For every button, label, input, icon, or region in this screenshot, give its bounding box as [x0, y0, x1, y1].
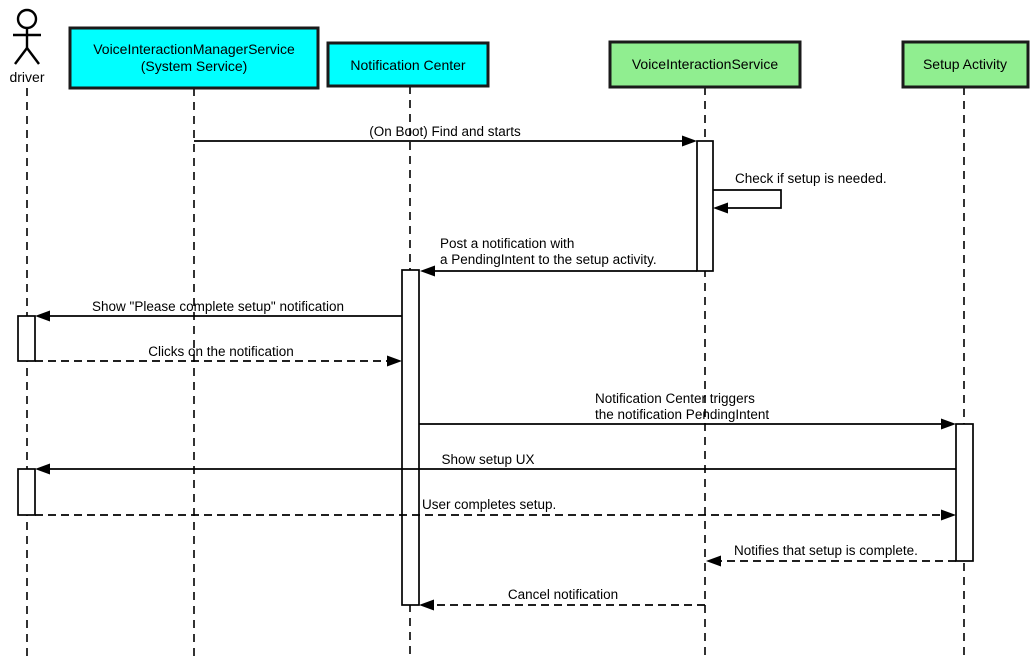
message-arrowhead-4 [35, 310, 50, 322]
message-label-5: Clicks on the notification [148, 344, 294, 359]
participant-rect-setup-activity [901, 40, 1030, 89]
message-arrowhead-10 [419, 599, 434, 611]
activation-bar-voice-interaction-service [696, 140, 714, 272]
message-label-3-line-1: Post a notification with [440, 236, 574, 251]
participant-label-notification-center: Notification Center [350, 57, 466, 73]
activation-bar-driver-1 [17, 315, 36, 362]
message-label-1: (On Boot) Find and starts [369, 124, 521, 139]
message-label-7: Show setup UX [441, 452, 534, 467]
participant-label-vims-line-2: (System Service) [141, 58, 248, 74]
participant-label-voice-interaction-service: VoiceInteractionService [632, 56, 779, 72]
message-arrowhead-3 [420, 265, 435, 277]
message-arrowhead-9 [706, 555, 721, 567]
participant-box-voice-interaction-service: VoiceInteractionService [608, 40, 802, 89]
actor-driver-icon [13, 8, 41, 65]
message-label-4: Show "Please complete setup" notificatio… [92, 299, 344, 314]
message-label-8: User completes setup. [422, 497, 556, 512]
message-label-3-line-2: a PendingIntent to the setup activity. [440, 252, 657, 267]
participant-rect-voice-interaction-manager-service [68, 26, 320, 90]
message-label-6-line-2: the notification PendingIntent [595, 407, 769, 422]
participant-box-voice-interaction-manager-service: VoiceInteractionManagerService (System S… [68, 26, 320, 90]
message-arrowhead-7 [35, 463, 50, 475]
participant-rect-notification-center [326, 41, 490, 88]
message-arrowhead-8 [941, 509, 956, 521]
participant-rect-voice-interaction-service [608, 40, 802, 89]
activation-bar-notification-center [401, 269, 420, 606]
actor-driver-label: driver [9, 69, 44, 85]
activation-bar-driver-2 [17, 468, 36, 516]
activation-bar-setup-activity [955, 423, 974, 562]
participant-box-notification-center: Notification Center [326, 41, 490, 88]
message-arrowhead-6 [941, 418, 956, 430]
message-arrowhead-1 [682, 135, 697, 147]
participant-label-vims-line-1: VoiceInteractionManagerService [93, 41, 295, 57]
message-label-9: Notifies that setup is complete. [734, 543, 918, 558]
participant-label-setup-activity: Setup Activity [923, 56, 1007, 72]
message-arrowhead-2 [713, 202, 728, 214]
message-label-6-line-1: Notification Center triggers [595, 391, 755, 406]
message-line-2 [713, 189, 782, 209]
message-label-2: Check if setup is needed. [735, 171, 887, 186]
participant-box-setup-activity: Setup Activity [901, 40, 1030, 89]
message-label-10: Cancel notification [508, 587, 618, 602]
message-arrowhead-5 [387, 355, 402, 367]
